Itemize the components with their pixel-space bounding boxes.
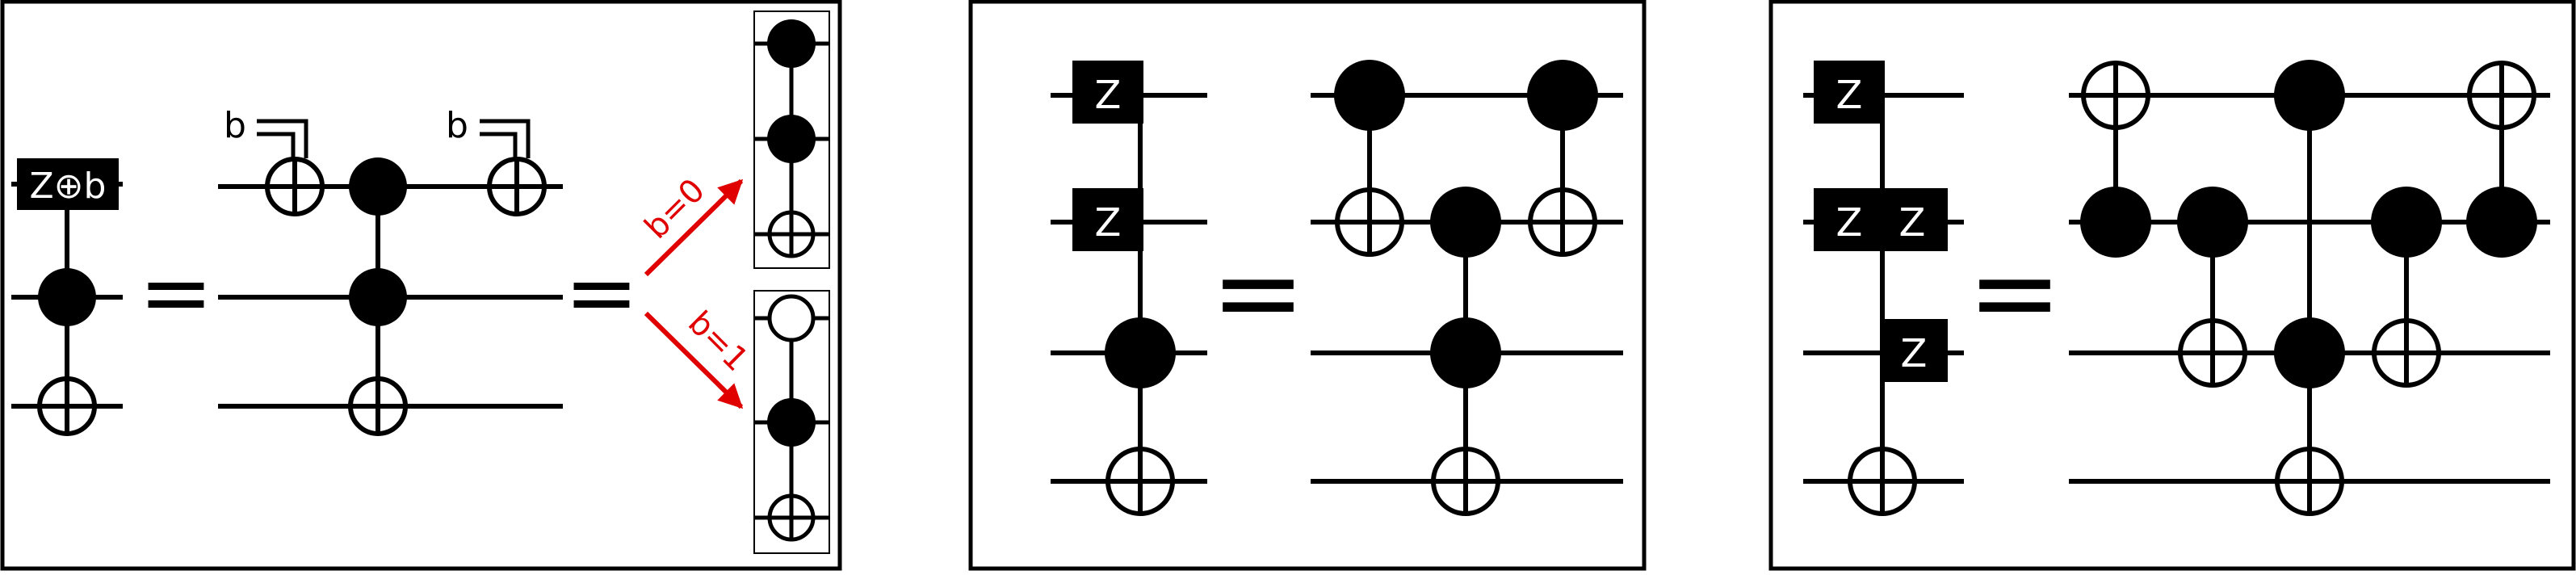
target-xor [1335, 187, 1404, 257]
z-gate-label: Z [1095, 200, 1122, 246]
control-dot [2274, 317, 2345, 388]
target-xor [2372, 318, 2441, 388]
target-xor [2081, 61, 2150, 130]
target-xor [37, 376, 97, 436]
classical-wire [480, 132, 518, 158]
z-gate-label: Z [1836, 200, 1863, 246]
z-gate-label: Z [1095, 73, 1122, 118]
classical-bit-label: b [446, 105, 468, 146]
control-dot [349, 157, 407, 216]
control-dot [2177, 187, 2248, 258]
target-xor [767, 210, 816, 258]
z-gate-box [1814, 61, 1885, 124]
z-gate-label: Z [1899, 200, 1926, 246]
control-dot [2371, 187, 2442, 258]
control-dot [2274, 60, 2345, 131]
control-dot [1527, 60, 1598, 131]
result-box-b0 [753, 10, 830, 269]
equals-sign: = [1210, 227, 1305, 359]
z-gate-box [1072, 188, 1143, 251]
equals-sign: = [1967, 227, 2062, 359]
control-dot [767, 19, 816, 68]
target-xor [348, 376, 408, 436]
target-xor [1431, 447, 1500, 516]
z-gate-label: Z [1836, 73, 1863, 118]
gate-box [17, 158, 119, 210]
equals-sign: = [564, 241, 639, 344]
target-xor [2178, 318, 2247, 388]
anti-control-dot [767, 294, 816, 342]
target-xor [1848, 447, 1917, 516]
classically-controlled-xor [487, 157, 547, 216]
control-dot [349, 268, 407, 326]
classically-controlled-xor [265, 157, 325, 216]
panel-left: Z⊕b = b b [0, 0, 842, 571]
gate-label-z-xor-b: Z⊕b [30, 166, 107, 207]
target-xor [1105, 447, 1175, 516]
control-dot [1430, 317, 1501, 388]
branch-arrow-b1 [644, 311, 744, 409]
target-xor [2467, 61, 2536, 130]
panel-left-frame [0, 0, 842, 571]
panel-middle: Z Z = [968, 0, 1647, 571]
equals-sign: = [139, 241, 213, 344]
target-xor [2275, 447, 2344, 516]
z-gate-box [1883, 319, 1948, 382]
control-dot [38, 268, 96, 326]
classical-wire [257, 119, 308, 158]
controlled-gate-box: Z⊕b [17, 158, 119, 210]
target-xor [767, 493, 816, 542]
classical-wire [257, 132, 296, 158]
control-dot [1430, 187, 1501, 258]
classical-bit-label: b [224, 105, 246, 146]
z-gate-label: Z [1901, 331, 1928, 376]
control-dot [2080, 187, 2151, 258]
branch-arrow-b0 [644, 178, 744, 277]
control-dot [767, 398, 816, 447]
target-xor [1528, 187, 1597, 257]
panel-right: Z Z Z Z = [1768, 0, 2576, 571]
classical-wire [480, 119, 531, 158]
z-gate-box [1072, 61, 1143, 124]
control-dot [767, 115, 816, 163]
result-box-b1 [753, 290, 830, 554]
z-gate-box [1814, 188, 1948, 251]
control-dot [1105, 317, 1176, 388]
control-dot [2466, 187, 2537, 258]
control-dot [1334, 60, 1405, 131]
